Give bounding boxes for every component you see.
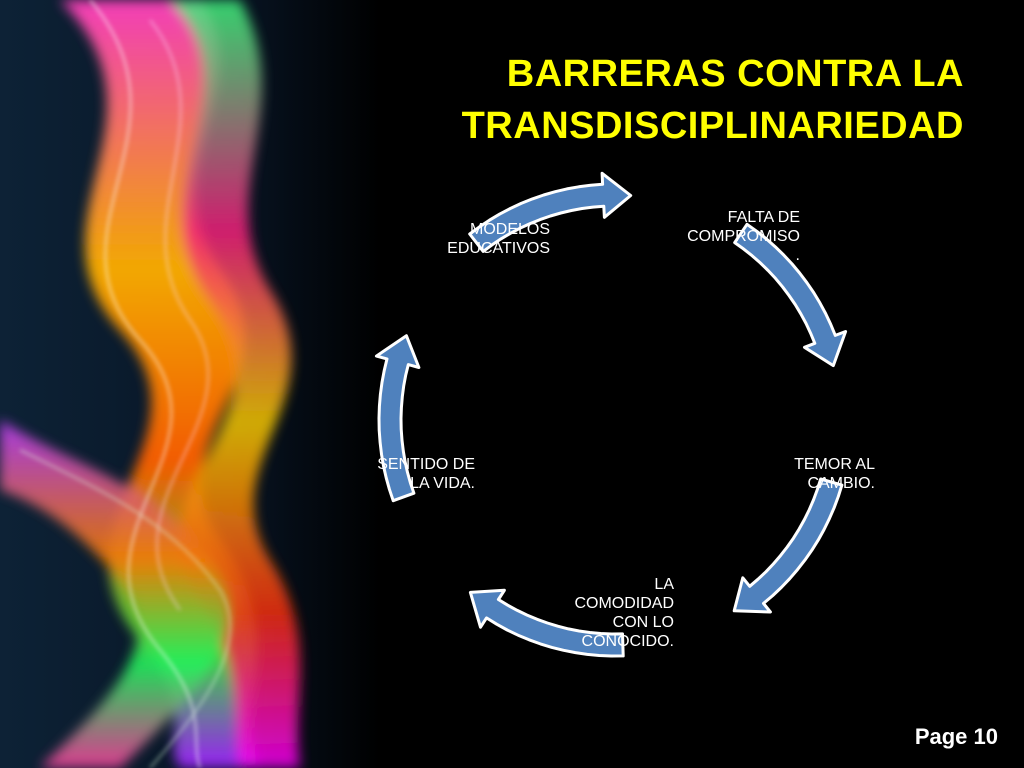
cycle-node-la-comodidad: LA COMODIDAD CON LO CONOCIDO. (574, 576, 674, 650)
cycle-node-modelos-educativos: MODELOS EDUCATIVOS (447, 221, 550, 257)
cycle-arrow-4 (468, 588, 625, 658)
cycle-arrow-1 (468, 171, 633, 253)
cycle-node-temor-al-cambio: TEMOR AL CAMBIO. (794, 456, 875, 492)
cycle-arrow-5 (374, 334, 421, 503)
page-number: Page 10 (914, 724, 998, 749)
title-line-1: BARRERAS CONTRA LA (506, 53, 964, 95)
slide-title: BARRERAS CONTRA LA TRANSDISCIPLINARIEDAD (462, 48, 964, 152)
cycle-arrow-2 (733, 222, 848, 368)
title-line-2: TRANSDISCIPLINARIEDAD (461, 105, 964, 147)
cycle-node-sentido-de-la-vida: SENTIDO DE LA VIDA. (377, 456, 475, 492)
cycle-arrow-3 (732, 477, 844, 614)
cycle-node-falta-de-compromiso: FALTA DE COMPROMISO . (687, 209, 800, 264)
